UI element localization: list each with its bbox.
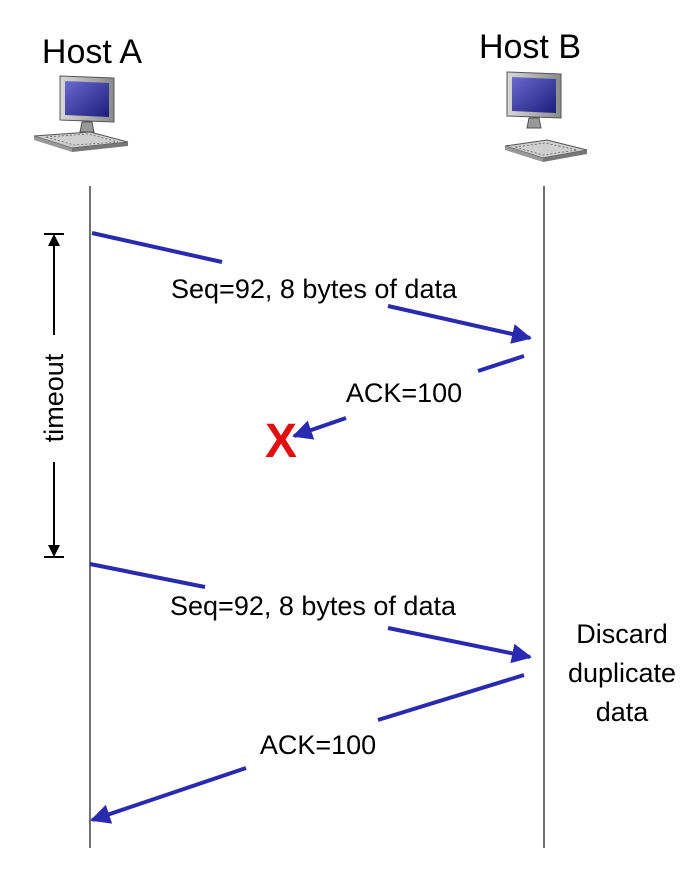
host-a-label: Host A: [42, 33, 142, 71]
seq-segment-arrow: [91, 231, 532, 344]
ack-final-arrow: [90, 673, 525, 824]
receiver-note: Discard duplicate data: [568, 619, 676, 727]
timeout-timer: timeout: [39, 233, 69, 558]
ack-lost-arrow: [292, 354, 525, 440]
receiver-note-line: duplicate: [568, 658, 676, 688]
ack-lost-label: ACK=100: [346, 378, 462, 408]
seq-label: Seq=92, 8 bytes of data: [171, 274, 458, 304]
host-b-label: Host B: [479, 28, 581, 66]
receiver-note-line: data: [596, 697, 650, 727]
ack-final-label: ACK=100: [260, 730, 376, 760]
receiver-note-line: Discard: [576, 619, 668, 649]
computer-icon: [33, 75, 129, 152]
seq-retransmit-label: Seq=92, 8 bytes of data: [170, 591, 457, 621]
timeout-label: timeout: [39, 353, 69, 442]
seq-retransmit-arrow: [89, 562, 532, 664]
loss-marker-icon: X: [265, 415, 297, 468]
computer-icon: [504, 71, 588, 162]
